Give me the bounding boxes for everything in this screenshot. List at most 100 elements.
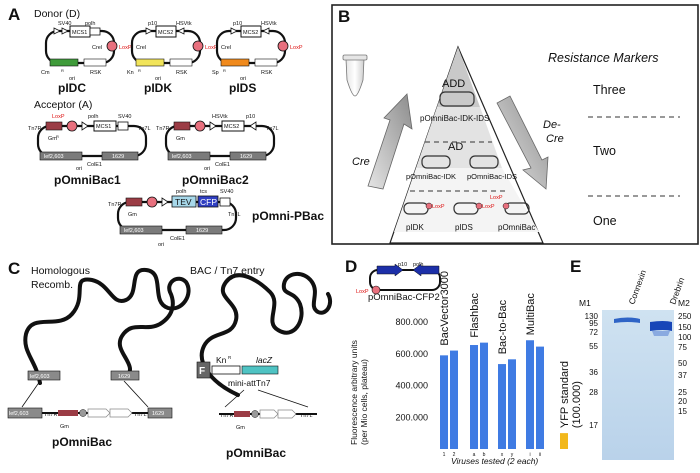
bac-title: BAC / Tn7 entry [190,265,265,277]
lacz-box [241,365,279,375]
tcs-label: tcs [200,189,207,195]
panel-label-b: B [338,7,350,26]
loxp-site [251,410,259,418]
orf-label: 1629 [152,411,164,417]
lef-box [39,151,83,161]
loxp-site [277,40,289,52]
origin-box [83,58,107,67]
f-box [196,361,211,379]
gm-marker [45,121,63,131]
marker-sup: R [223,68,226,73]
panel-label-d: D [345,257,357,276]
tn7l-label: Tn7L [266,126,279,132]
tier-label-ad: AD [448,141,463,153]
band-drebrin-smear [652,331,670,336]
orf-label: 1629 [196,228,208,234]
loxp-site [425,202,433,210]
loxp-site [66,120,78,132]
construct-label: pOmniBac-CFP2 [368,292,440,303]
loxp-site [371,285,381,295]
cole1-label: ColE1 [170,236,185,242]
marker-left-label: 55 [589,342,598,351]
bar [526,340,534,449]
expression-cassette [259,409,297,419]
product-label-2: pOmniBac [226,446,286,460]
crossover-line [21,380,41,408]
lef-label: lef2,603 [9,411,29,417]
promoter-arrow [209,121,217,131]
lef-label: lef2,603 [30,374,50,380]
lef-box [167,151,211,161]
crossover-line [257,389,309,408]
y-tick-label: 400.000 [395,381,428,391]
lef-box [7,407,43,419]
count-one: One [593,214,617,228]
marker-label: Cm [41,70,50,76]
marker-label: Sp [212,70,219,76]
cole1-label: ColE1 [87,162,102,168]
donor-plasmid-pidk: p10 HSVtk MCS2 LoxP Crel Kn R RSK ori pI… [127,21,218,95]
promoter-arrow [161,197,169,207]
mcs-label: MCS1 [96,124,111,130]
gm-label: Gm [60,424,69,430]
product-label-1: pOmniBac [52,435,112,449]
f-label: F [199,366,205,377]
pyramid [389,45,544,244]
ori-label: ori [76,166,82,172]
tn7r-label: Tn7R [28,126,41,132]
lacz-label: lacZ [256,355,273,365]
tn7r-label: Tn7R [156,126,169,132]
marker-left-label: 95 [589,319,598,328]
promoter-label: SV40 [220,189,233,195]
count-three: Three [593,83,626,97]
promoter-label: HSVtk [176,21,192,27]
tev-box [171,195,197,208]
terminator-box [117,121,129,131]
orf1629-box [110,370,140,381]
lane-label-connexin: Connexin [626,268,648,305]
gm-marker [125,197,143,207]
orf1629-box [101,151,139,161]
loxp-label: LoxP [432,204,445,210]
resistance-marker [220,58,250,67]
plasmid-backbone [164,124,276,158]
tn7l-label: Tn7L [300,413,313,419]
marker-sup: R [61,68,64,73]
marker-right-label: 75 [678,343,687,352]
res-label: RSK [90,70,102,76]
gm-marker [173,121,191,131]
tn7r-label: Tn7R [108,202,121,208]
series-label: Bac-to-Bac [497,299,509,354]
plasmid-name: pIDS [229,81,256,95]
genome-strand [23,268,191,385]
loxp-site [194,120,206,132]
marker-left-label: 130 [585,312,599,321]
panel-b: B Resistance Markers ADD pOmniBac-IDK-ID… [331,4,699,245]
bar-tick-label: b [483,452,486,458]
cfp-box [197,195,219,208]
bar [508,359,516,449]
promoter-label: p10 [148,21,157,27]
tev-label: TEV [175,197,192,207]
decre-label-1: De- [543,119,561,131]
promoter-arrows [145,27,185,35]
orf1629-box [229,151,267,161]
marker-right-label: 37 [678,371,687,380]
loxp-site [146,196,158,208]
loxp-label: LoxP [482,204,495,210]
y-axis-label-1: Fluorescence arbitrary units [349,340,359,445]
tier-plasmid-one-1: pIDK [406,223,424,232]
gm-label: Gm [48,136,57,142]
loxp-label: LoxP [356,289,369,295]
marker-label: Kn [127,70,134,76]
tier-plasmid-add: pOmniBac-IDK-IDS [420,114,489,123]
tn7r-label: Tn7R [220,413,233,419]
crel-label: Crel [221,45,231,51]
kn-sup: R [228,355,232,360]
gm-marker [234,411,250,417]
loxp-label: LoxP [290,45,303,51]
mcs-box [221,120,245,132]
cfp-gene-left [376,263,404,277]
